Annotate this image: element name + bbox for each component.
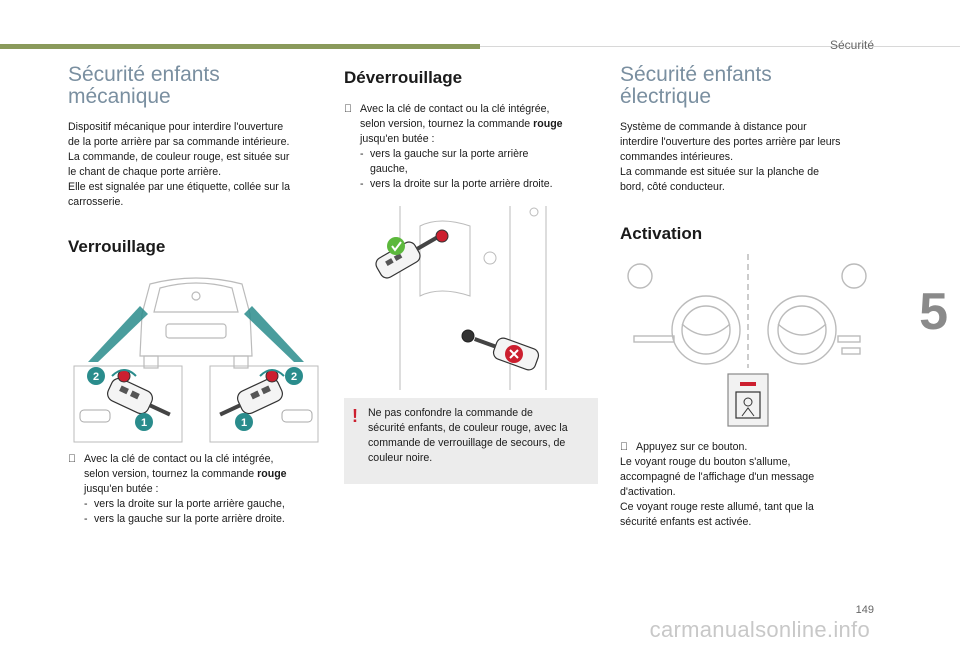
car-rear-icon	[139, 277, 253, 369]
warning-box: ! Ne pas confondre la commande de sécuri…	[344, 398, 598, 484]
mechanical-title: Sécurité enfants mécanique	[68, 63, 220, 108]
electric-section: Sécurité enfants électrique Système de c…	[620, 64, 876, 244]
svg-text:2: 2	[93, 371, 99, 383]
bullet-icon: 	[344, 102, 360, 117]
callout-two-left: 2	[87, 367, 105, 385]
cross-icon	[505, 345, 523, 363]
check-icon	[387, 237, 405, 255]
unlock-instructions:  Avec la clé de contact ou la clé intég…	[344, 102, 600, 192]
header-accent-bar	[0, 44, 480, 49]
watermark: carmanualsonline.info	[649, 617, 870, 642]
page-number: 149	[855, 604, 874, 616]
unlock-title: Déverrouillage	[344, 68, 463, 87]
electric-description: Système de commande à distance pour inte…	[620, 121, 841, 193]
key-left-icon	[107, 377, 171, 417]
steering-left-icon	[627, 263, 741, 365]
electric-title: Sécurité enfants électrique	[620, 63, 772, 108]
activation-instructions:  Appuyez sur ce bouton. Le voyant rouge…	[620, 440, 815, 528]
header-rule	[480, 46, 960, 47]
chapter-number: 5	[919, 283, 948, 341]
bullet-icon: 	[620, 440, 636, 455]
section-label: Sécurité	[829, 38, 874, 52]
callout-one-left: 1	[135, 413, 153, 431]
lock-instructions:  Avec la clé de contact ou la clé intég…	[68, 452, 324, 527]
callout-one-right: 1	[235, 413, 253, 431]
svg-text:1: 1	[141, 417, 147, 429]
unlock-illustration	[375, 206, 547, 390]
svg-text:1: 1	[241, 417, 247, 429]
mechanical-description: Dispositif mécanique pour interdire l'ou…	[68, 121, 291, 208]
key-wrong-icon	[473, 337, 540, 371]
mechanical-section: Sécurité enfants mécanique Dispositif mé…	[68, 64, 324, 257]
unlock-section: Déverrouillage  Avec la clé de contact …	[344, 64, 600, 192]
warning-icon: !	[352, 406, 358, 426]
lock-illustration: 2 1 2 1	[73, 277, 319, 443]
key-right-icon	[219, 377, 283, 417]
child-lock-button-icon[interactable]	[727, 373, 769, 427]
activation-title: Activation	[620, 224, 703, 243]
lock-title: Verrouillage	[68, 237, 166, 256]
bullet-icon: 	[68, 452, 84, 467]
activation-illustration	[627, 254, 867, 427]
key-correct-icon	[375, 233, 443, 279]
steering-right-icon	[767, 263, 867, 365]
callout-two-right: 2	[285, 367, 303, 385]
svg-text:2: 2	[291, 371, 297, 383]
